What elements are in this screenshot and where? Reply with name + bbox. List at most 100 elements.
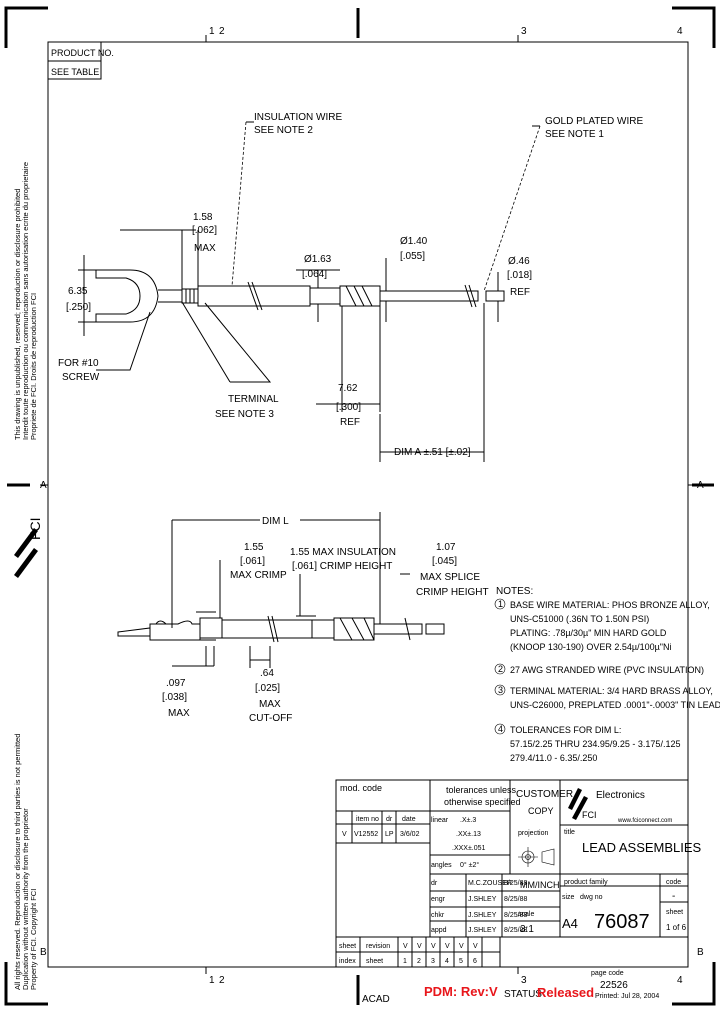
sheet-rev-h0: sheet bbox=[339, 943, 356, 950]
acad-label: ACAD bbox=[362, 994, 390, 1005]
corner-marks bbox=[4, 6, 716, 1006]
dim-163-1: Ø1.63 bbox=[304, 254, 332, 265]
note-1-line-2: UNS-C51000 (.36N TO 1.50N PSI) bbox=[510, 614, 649, 624]
copy-label: COPY bbox=[528, 806, 554, 816]
sheet-rev-r7: 6 bbox=[473, 958, 477, 965]
zone-top-3: 3 bbox=[521, 26, 527, 37]
product-box: PRODUCT NO. SEE TABLE bbox=[47, 41, 114, 80]
dim-097-1: .097 bbox=[166, 678, 186, 689]
code-label: code bbox=[666, 879, 681, 886]
dim-097-3: MAX bbox=[168, 708, 190, 719]
role-dr: dr bbox=[431, 880, 438, 887]
sheet-rev-r0: index bbox=[339, 958, 356, 965]
note-4-line-2: 57.15/2.25 THRU 234.95/9.25 - 3.175/.125 bbox=[510, 739, 680, 749]
dim-140-2: [.055] bbox=[400, 251, 425, 262]
dim-046-3: REF bbox=[510, 287, 530, 298]
angle-tol: 0° ±2° bbox=[460, 861, 479, 869]
left-margin-lower: All rights reserved. Reproduction or dis… bbox=[13, 734, 38, 990]
date-dr: 8/25/88 bbox=[504, 880, 527, 887]
note-3-line-2: UNS-C26000, PREPLATED .0001"-.0003" TIN … bbox=[510, 700, 720, 710]
customer-label: CUSTOMER bbox=[516, 789, 573, 800]
fci-logo-icon bbox=[14, 528, 38, 558]
legal-lower-3: Property of FCI. Copyright FCI bbox=[29, 889, 38, 990]
product-box-value: SEE TABLE bbox=[51, 67, 99, 77]
tol-head-2: otherwise specified bbox=[444, 797, 521, 807]
rev-row-dr: LP bbox=[385, 831, 394, 838]
note-1-line-3: PLATING: .78µ/30µ" MIN HARD GOLD bbox=[510, 628, 667, 638]
note-4-line-3: 279.4/11.0 - 6.35/.250 bbox=[510, 753, 597, 763]
dim-107-3: MAX SPLICE bbox=[420, 572, 480, 583]
title-label: title bbox=[564, 829, 575, 836]
dim-158-2: [.062] bbox=[192, 225, 217, 236]
note-3-line-1: TERMINAL MATERIAL: 3/4 HARD BRASS ALLOY, bbox=[510, 686, 713, 696]
dim-064-3: MAX bbox=[259, 699, 281, 710]
scale-value: 3:1 bbox=[520, 924, 534, 935]
dim-163-2: [.064] bbox=[302, 269, 327, 280]
note-1-line-4: (KNOOP 130-190) OVER 2.54µ/100µ"Ni bbox=[510, 642, 671, 652]
dim-a-label: DIM A ±.51 [±.02] bbox=[394, 447, 471, 458]
dwg-number: 76087 bbox=[594, 911, 650, 933]
note-4-balloon bbox=[494, 723, 506, 735]
note-3-num: 3 bbox=[498, 685, 503, 695]
sheet-rev-h5: V bbox=[445, 943, 450, 950]
zone-bottom-2: 2 bbox=[219, 975, 225, 986]
dim-l-label: DIM L bbox=[262, 516, 289, 527]
callout-gold-2: SEE NOTE 1 bbox=[545, 129, 604, 140]
gold-wire bbox=[379, 290, 479, 302]
callout-insulation-2: SEE NOTE 2 bbox=[254, 125, 313, 136]
zone-top-1: 1 bbox=[209, 26, 215, 37]
sheet-rev-h2: V bbox=[403, 943, 408, 950]
rev-head-dr: dr bbox=[386, 816, 393, 823]
dim-155-2: [.061] bbox=[240, 556, 265, 567]
linear-label: linear bbox=[431, 817, 449, 824]
date-chkr: 8/25/88 bbox=[504, 912, 527, 919]
sheet-rev-r6: 5 bbox=[459, 958, 463, 965]
date-engr: 8/25/88 bbox=[504, 896, 527, 903]
splice-crimp bbox=[309, 287, 341, 305]
mod-code-label: mod. code bbox=[340, 783, 382, 793]
rev-head-item: item no bbox=[356, 816, 379, 823]
printed-date: Printed: Jul 28, 2004 bbox=[595, 993, 659, 1000]
role-engr: engr bbox=[431, 896, 446, 903]
size-value: A4 bbox=[562, 916, 578, 931]
zone-right-a: A bbox=[697, 480, 704, 491]
dim-762-3: REF bbox=[340, 417, 360, 428]
product-family-label: product family bbox=[564, 879, 608, 886]
terminal-neck bbox=[158, 289, 183, 303]
zone-top-2: 2 bbox=[219, 26, 225, 37]
role-appd: appd bbox=[431, 927, 447, 934]
dim-046-1: Ø.46 bbox=[508, 256, 530, 267]
sheet-rev-r5: 4 bbox=[445, 958, 449, 965]
zone-right-b: B bbox=[697, 947, 704, 958]
legal-upper-3: Propriete de FCI. Droits de reproduction… bbox=[29, 293, 38, 440]
title-block bbox=[335, 779, 689, 968]
date-appd: 8/25/88 bbox=[504, 927, 527, 934]
dim-762-1: 7.62 bbox=[338, 383, 358, 394]
sheet-rev-h4: V bbox=[431, 943, 436, 950]
note-1-line-1: BASE WIRE MATERIAL: PHOS BRONZE ALLOY, bbox=[510, 600, 710, 610]
drawing-title: LEAD ASSEMBLIES bbox=[582, 840, 702, 855]
dim-158-3: MAX bbox=[194, 243, 216, 254]
size-label: size bbox=[562, 894, 575, 901]
sheet-rev-h6: V bbox=[459, 943, 464, 950]
tol-line-2: .XX±.13 bbox=[456, 831, 481, 838]
sheet-rev-r4: 3 bbox=[431, 958, 435, 965]
notes-title: NOTES: bbox=[496, 586, 533, 597]
dim-107-4: CRIMP HEIGHT bbox=[416, 587, 489, 598]
top-view-drawing bbox=[78, 121, 541, 462]
note-1-num: 1 bbox=[498, 599, 503, 609]
rev-row-letter: V bbox=[342, 831, 347, 838]
note-4-line-1: TOLERANCES FOR DIM L: bbox=[510, 725, 621, 735]
callout-terminal-1: TERMINAL bbox=[228, 394, 279, 405]
product-box-label: PRODUCT NO. bbox=[51, 48, 114, 58]
name-chkr: J.SHLEY bbox=[468, 912, 497, 919]
role-chkr: chkr bbox=[431, 912, 445, 919]
dim-158-1: 1.58 bbox=[193, 212, 213, 223]
tol-line-1: .X±.3 bbox=[460, 817, 476, 824]
dim-762-2: [.300] bbox=[336, 402, 361, 413]
status-value: Released bbox=[537, 985, 594, 1000]
dim-635-2: [.250] bbox=[66, 302, 91, 313]
note-2-num: 2 bbox=[498, 664, 503, 674]
sheet-rev-r2: 1 bbox=[403, 958, 407, 965]
legal-lower-2: Duplication without written authority fr… bbox=[21, 808, 30, 990]
